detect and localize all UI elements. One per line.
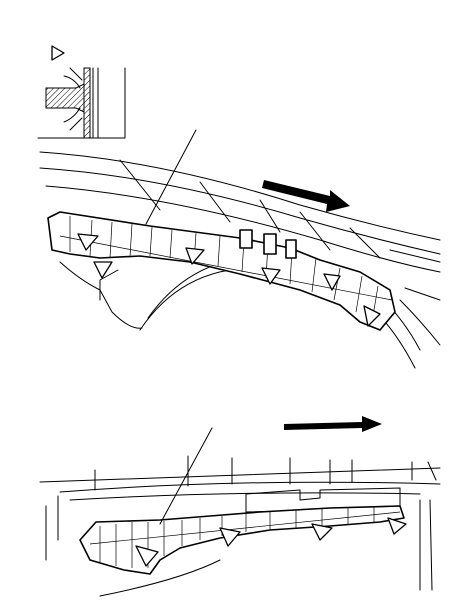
- clip-marker-icon: [78, 234, 98, 250]
- lower-leader-line: [160, 428, 212, 524]
- arrow-right-icon: [284, 416, 382, 432]
- clip-marker-icon: [220, 528, 240, 546]
- upper-leader-line: [146, 130, 196, 224]
- clip-detail-inset: [38, 46, 125, 138]
- clip-marker-icon: [312, 524, 332, 540]
- upper-vehicle-view: [40, 130, 440, 368]
- arrow-right-icon: [262, 180, 350, 212]
- clip-marker-icon: [186, 248, 204, 264]
- clip-marker-icon: [262, 268, 280, 284]
- lower-vehicle-view: [40, 416, 440, 596]
- triangle-outline-icon: [52, 46, 64, 60]
- clip-marker-icon: [136, 546, 158, 566]
- clip-marker-icon: [364, 306, 380, 326]
- clip-marker-icon: [324, 274, 340, 290]
- lower-part-ribs: [90, 507, 400, 568]
- clip-marker-icon: [94, 262, 112, 278]
- clip-marker-icon: [388, 518, 406, 534]
